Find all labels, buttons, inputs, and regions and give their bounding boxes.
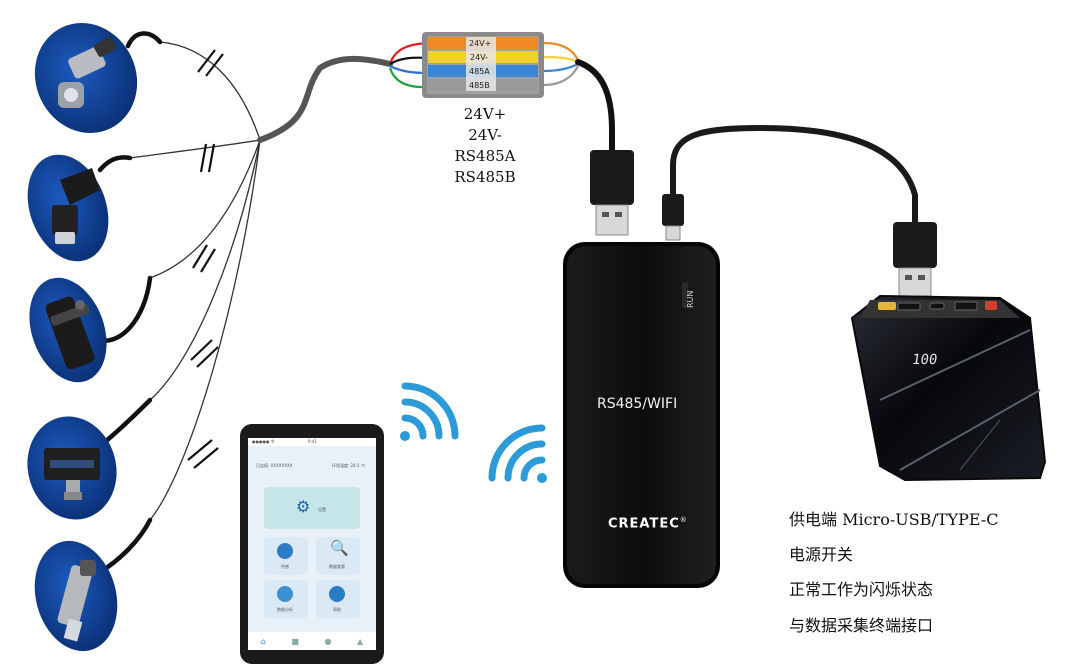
sensor-1 (34, 23, 138, 133)
sensor-5 (34, 540, 118, 652)
bus-labels: 24V+ 24V- RS485A RS485B (430, 104, 540, 188)
module-label: RS485/WIFI (597, 396, 678, 412)
tablet-tile-data-analysis[interactable]: 数据分析 (264, 580, 308, 618)
tablet-tile-data-view-label: 数据查看 (329, 564, 345, 569)
terminal-label-485b: 485B (469, 81, 490, 90)
note-power-switch: 电源开关 (789, 545, 854, 564)
cable-break-marks (187, 49, 224, 469)
terminal-label-24v-plus: 24V+ (469, 39, 492, 48)
lead-3 (149, 139, 261, 279)
lead-1 (159, 41, 261, 141)
bus-label-rs485a: RS485A (454, 147, 516, 165)
terminal-label-485a: 485A (469, 67, 490, 76)
sensor-icons (27, 23, 138, 652)
tablet-status-time: 9:41 (308, 439, 317, 444)
tablet-header-temperature: 环境温度: 24.5 ℃ (332, 463, 366, 468)
tablet-bottom-nav: ⌂ ■ ● ▲ (248, 634, 376, 648)
sensor-icon (277, 543, 293, 559)
bus-label-24v-minus: 24V- (468, 126, 502, 144)
terminal-label-24v-minus: 24V- (470, 53, 489, 62)
tablet-tile-data-analysis-label: 数据分析 (277, 607, 293, 612)
tablet-tile-data-view[interactable]: 🔍 数据查看 (316, 537, 360, 575)
tablet-status-left: ●●●●● 令 (252, 439, 275, 444)
usb-a-plug-right (893, 222, 937, 297)
bus-label-24v-plus: 24V+ (463, 105, 507, 123)
tablet-tile-help-label: 帮助 (333, 607, 341, 612)
search-icon: 🔍 (330, 539, 349, 557)
run-indicator-label: RUN (686, 290, 695, 308)
sensor-2 (27, 154, 109, 262)
note-power-input: 供电端 Micro-USB/TYPE-C (789, 510, 999, 529)
power-bank-display: 100 (910, 352, 939, 368)
gear-icon: ⚙ (296, 497, 311, 516)
settings-icon[interactable]: ● (324, 636, 332, 646)
power-bank (850, 294, 1047, 482)
tablet-header-connection: 已连接: XXXXXXXX (256, 463, 293, 468)
sensor-3 (29, 277, 107, 383)
sensor-4 (27, 416, 117, 520)
lead-5 (149, 139, 261, 521)
tablet-tile-sensor[interactable]: 传感 (264, 537, 308, 575)
lead-2 (129, 139, 261, 159)
tablet-tile-help[interactable]: 帮助 (316, 580, 360, 618)
wifi-icon-upper (400, 382, 459, 441)
rs485-wifi-module (563, 242, 720, 588)
micro-usb-plug (662, 194, 684, 241)
bus-label-rs485b: RS485B (454, 168, 516, 186)
chart-icon (277, 586, 293, 602)
brand-logo: CREATEC® (608, 516, 688, 532)
note-status-blinking: 正常工作为闪烁状态 (789, 580, 934, 599)
user-icon[interactable]: ▲ (357, 636, 364, 646)
help-icon (329, 586, 345, 602)
tablet (240, 424, 384, 664)
output-wires (543, 41, 579, 87)
usb-a-plug-left (590, 150, 634, 236)
home-icon[interactable]: ⌂ (260, 636, 266, 646)
module-input-cable (575, 59, 615, 155)
note-terminal-interface: 与数据采集终端接口 (789, 616, 934, 635)
tablet-settings-label: 设置 (318, 507, 326, 512)
trunk-cable (257, 55, 393, 143)
terminal-block (422, 32, 544, 98)
tablet-tile-sensor-label: 传感 (281, 564, 289, 569)
sensor-leads (129, 41, 261, 521)
lead-4 (149, 139, 261, 401)
wifi-icon-lower (488, 424, 547, 483)
tablet-settings-button[interactable]: ⚙ 设置 (264, 487, 360, 529)
list-icon[interactable]: ■ (291, 636, 299, 646)
power-cable (670, 124, 918, 228)
